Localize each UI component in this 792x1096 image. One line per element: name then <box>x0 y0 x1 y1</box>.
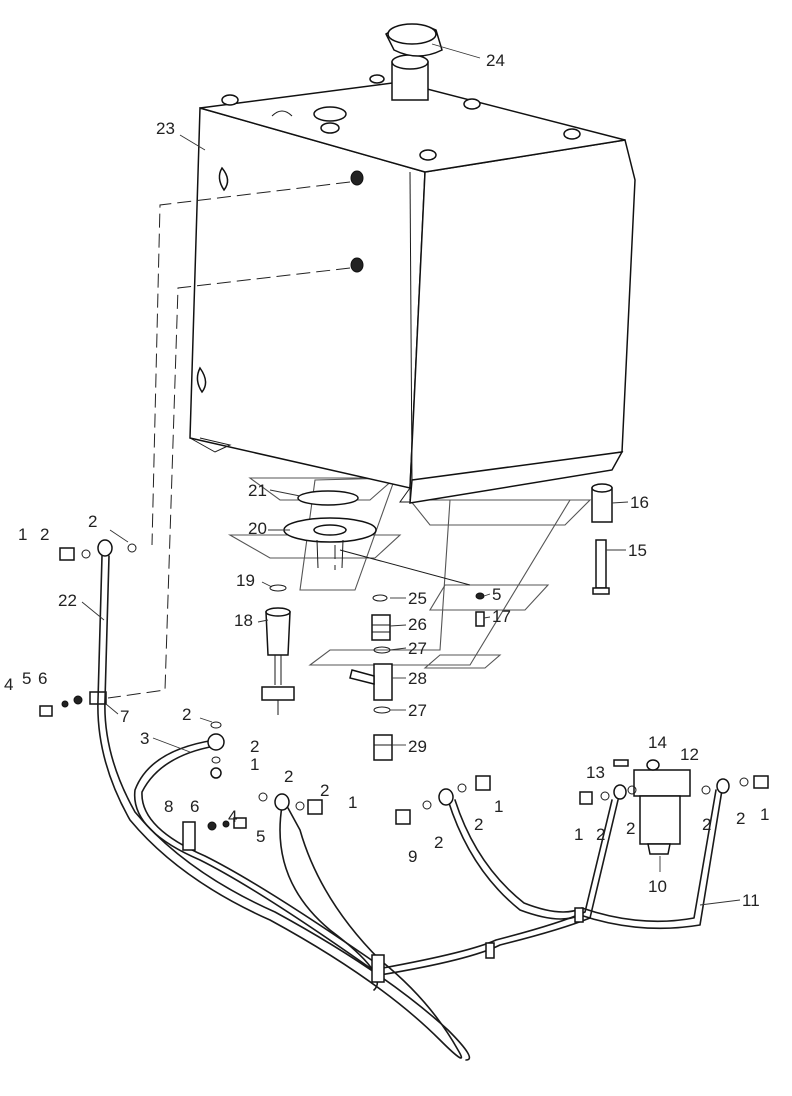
hydraulic-oil-tank <box>189 74 636 504</box>
middle-fittings <box>207 721 491 831</box>
callout-17: 17 <box>492 607 511 626</box>
callout-27-lower: 27 <box>408 701 427 720</box>
callout-22: 22 <box>58 591 77 610</box>
hoses <box>97 555 723 1061</box>
callout-8: 8 <box>164 797 173 816</box>
callout-5-left: 5 <box>22 669 31 688</box>
hose-clips <box>182 821 584 983</box>
callout-15: 15 <box>628 541 647 560</box>
left-hose-fittings <box>39 539 137 717</box>
callout-2-left-top: 2 <box>88 512 97 531</box>
return-filter <box>579 759 769 855</box>
callout-2-mid-b: 2 <box>250 737 259 756</box>
callout-1-mid-b: 1 <box>348 793 357 812</box>
callout-6-mid: 6 <box>190 797 199 816</box>
callout-6-left: 6 <box>38 669 47 688</box>
callout-4-left: 4 <box>4 675 13 694</box>
callout-2-right-a: 2 <box>596 825 605 844</box>
callout-28: 28 <box>408 669 427 688</box>
callout-2-mid-c: 2 <box>284 767 293 786</box>
callout-3: 3 <box>140 729 149 748</box>
suction-filter-group <box>261 490 471 715</box>
part-callouts: 24 23 21 20 19 18 16 15 25 5 26 17 27 28… <box>4 51 769 910</box>
fitting-stack <box>349 592 485 761</box>
callout-25: 25 <box>408 589 427 608</box>
callout-2-center-b: 2 <box>474 815 483 834</box>
callout-20: 20 <box>248 519 267 538</box>
callout-9: 9 <box>408 847 417 866</box>
bolt-and-spacer <box>591 483 613 595</box>
callout-29: 29 <box>408 737 427 756</box>
callout-1-right-a: 1 <box>574 825 583 844</box>
callout-14: 14 <box>648 733 667 752</box>
callout-2-mid-a: 2 <box>182 705 191 724</box>
callout-12: 12 <box>680 745 699 764</box>
callout-2-mid-d: 2 <box>320 781 329 800</box>
dashed-connection-lines <box>107 181 351 699</box>
callout-5-mid: 5 <box>256 827 265 846</box>
callout-7: 7 <box>120 707 129 726</box>
callout-2-right-c: 2 <box>702 815 711 834</box>
callout-16: 16 <box>630 493 649 512</box>
callout-5-top: 5 <box>492 585 501 604</box>
callout-2-right-b: 2 <box>626 819 635 838</box>
callout-2-left: 2 <box>40 525 49 544</box>
callout-1-right-b: 1 <box>760 805 769 824</box>
callout-1-center: 1 <box>494 797 503 816</box>
callout-18: 18 <box>234 611 253 630</box>
callout-4-mid: 4 <box>228 807 237 826</box>
filler-cap <box>385 23 443 101</box>
callout-23: 23 <box>156 119 175 138</box>
callout-1-left: 1 <box>18 525 27 544</box>
callout-27-upper: 27 <box>408 639 427 658</box>
callout-2-center-a: 2 <box>434 833 443 852</box>
callout-24: 24 <box>486 51 505 70</box>
callout-1-mid: 1 <box>250 755 259 774</box>
callout-21: 21 <box>248 481 267 500</box>
callout-13: 13 <box>586 763 605 782</box>
callout-19: 19 <box>236 571 255 590</box>
callout-26: 26 <box>408 615 427 634</box>
callout-11: 11 <box>742 891 760 910</box>
callout-10: 10 <box>648 877 667 896</box>
leader-lines <box>81 43 741 906</box>
callout-2-right-d: 2 <box>736 809 745 828</box>
